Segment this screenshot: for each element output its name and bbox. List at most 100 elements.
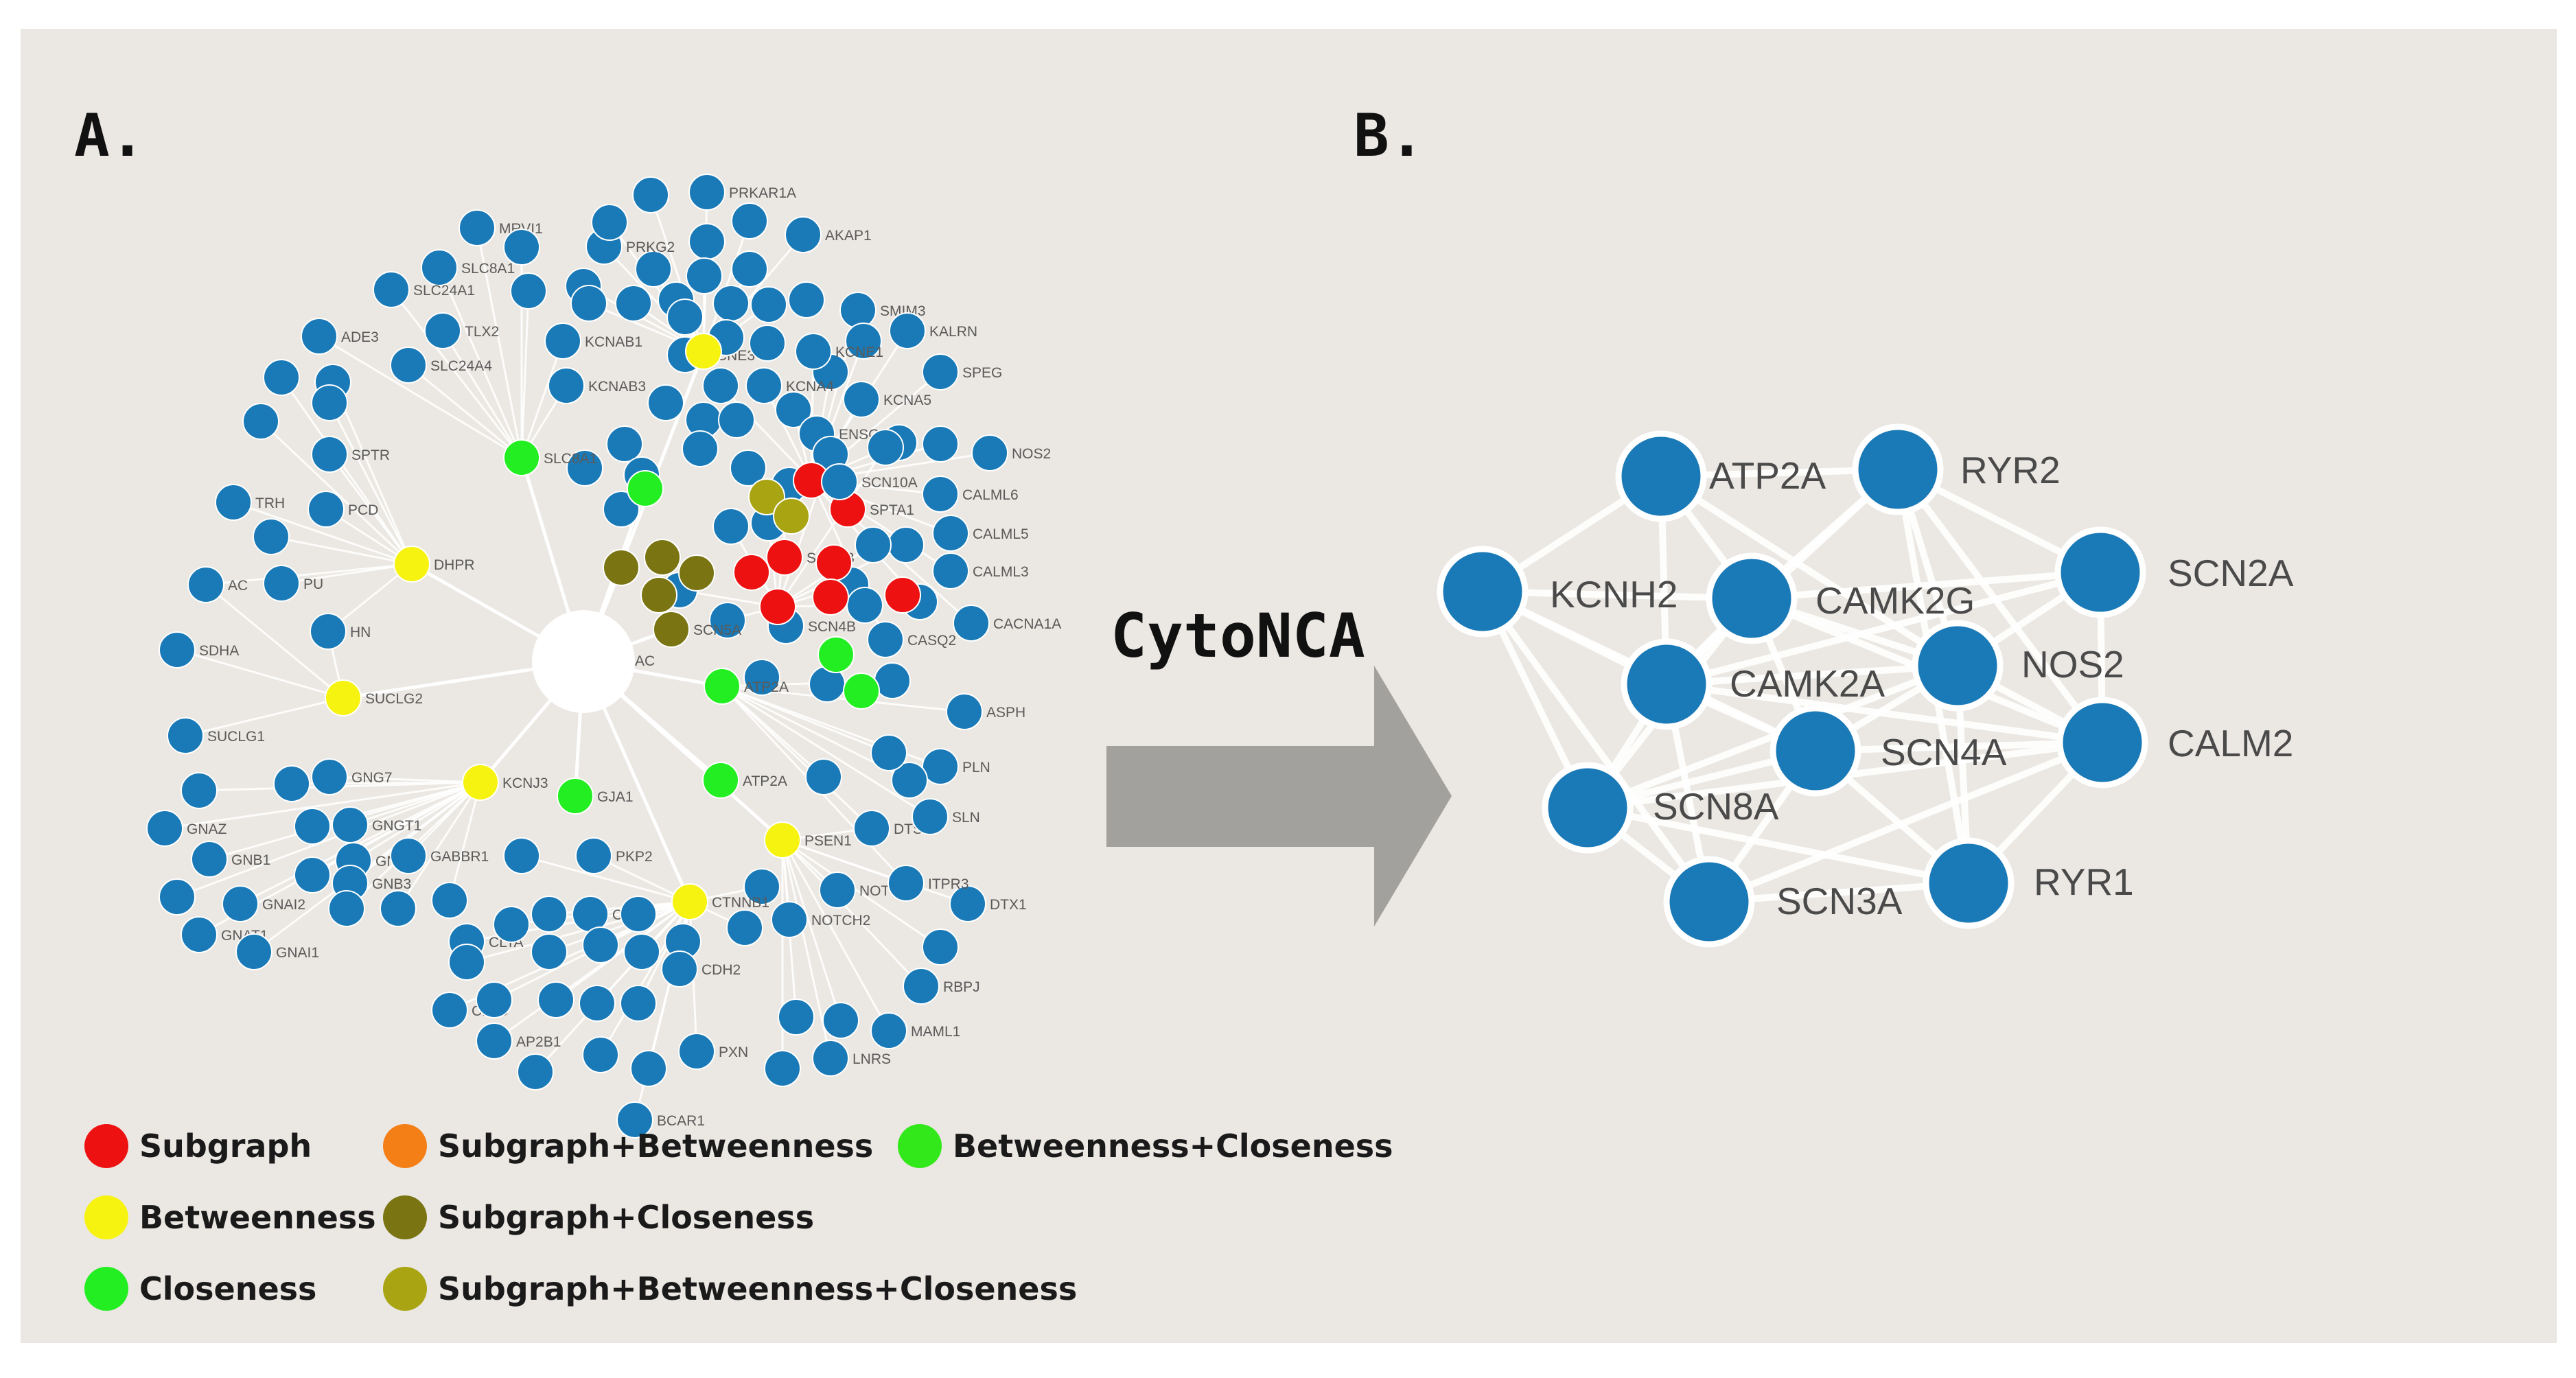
network-a-node — [273, 765, 310, 802]
network-a-node — [889, 312, 926, 349]
right-arrow-icon — [1106, 666, 1452, 926]
network-a-node — [575, 837, 612, 874]
network-a-node — [775, 391, 812, 428]
network-a-node — [870, 1012, 907, 1049]
network-a-node — [557, 778, 594, 815]
network-a-node — [702, 367, 739, 404]
legend-item-label: Closeness — [139, 1270, 316, 1307]
network-a-node — [855, 526, 892, 563]
network-a-node — [462, 764, 499, 801]
network-b-node-label: SCN2A — [2168, 552, 2294, 594]
network-a-node-label: PU — [303, 576, 323, 592]
network-a-node — [712, 508, 750, 545]
network-a-node — [181, 916, 218, 953]
network-a-node — [517, 1053, 554, 1090]
network-a-node — [308, 491, 345, 528]
network-a-node-label: AC — [228, 578, 248, 594]
network-a-node — [766, 539, 803, 576]
network-a-node-label: GNGT1 — [372, 818, 421, 834]
network-a: AC PRKAR1AAKAP1MRVI1PRKG2SLC8A1SLC24A1SM… — [146, 174, 1061, 1138]
panel-a-label: A. — [74, 102, 146, 170]
network-a-node-label: NOS2 — [1012, 446, 1051, 462]
network-a-node — [932, 552, 969, 589]
network-a-node-label: TRH — [255, 495, 285, 511]
network-a-node — [424, 312, 461, 349]
network-a-node — [159, 878, 196, 915]
network-a-node — [843, 673, 880, 710]
network-a-node — [891, 762, 928, 799]
figure-panel: A. B. CytoNCA AC PRKAR1AAKAP1MRVI1PRKG2S… — [21, 29, 2557, 1343]
network-a-node — [311, 758, 348, 795]
network-a-node — [647, 384, 684, 421]
network-a-node — [459, 209, 496, 246]
legend-swatch — [84, 1195, 128, 1239]
network-a-node — [704, 668, 741, 705]
network-a-node — [773, 498, 810, 535]
network-b-node-label: CAMK2G — [1815, 579, 1975, 622]
network-a-node-label: RBPJ — [943, 979, 980, 995]
network-a-node — [632, 176, 669, 213]
network-b-node — [2056, 697, 2148, 789]
legend-swatch — [383, 1195, 427, 1239]
network-a-node — [531, 933, 568, 970]
network-a-node — [579, 985, 616, 1022]
network-a-node-label: MAML1 — [911, 1024, 960, 1040]
network-a-node — [380, 890, 417, 927]
network-a-node — [922, 748, 959, 785]
network-a-node — [448, 944, 485, 981]
network-b-node — [1663, 856, 1755, 948]
network-a-node-label: ADE3 — [341, 329, 379, 345]
network-a-node — [661, 950, 698, 988]
network-a-node — [846, 587, 883, 624]
network-a-node-label: SPEG — [962, 365, 1002, 381]
network-a-node — [688, 174, 726, 211]
network-b-node — [1706, 552, 1798, 644]
network-a-node — [870, 734, 907, 771]
network-b-node-label: CAMK2A — [1730, 662, 1885, 705]
network-a-node — [253, 518, 290, 555]
network-a-node — [712, 285, 750, 322]
network-a-node — [702, 762, 739, 799]
network-a-node — [922, 425, 959, 463]
network-a-node — [795, 333, 832, 370]
network-a-node — [932, 515, 969, 552]
network-a-node-label: GNB3 — [372, 876, 411, 892]
network-a-node — [771, 901, 808, 938]
legend-item-label: Subgraph — [139, 1128, 312, 1165]
network-a-node-label: SDHA — [199, 643, 239, 659]
network-a-node — [730, 449, 767, 487]
network-b-node — [1542, 762, 1634, 854]
network-a-node-label: PRKG2 — [626, 240, 675, 255]
network-a-node — [615, 285, 652, 322]
network-a-node — [688, 223, 726, 260]
network-a-node — [686, 257, 723, 294]
network-a-node — [750, 286, 787, 323]
network-a-node-label: GNAI2 — [262, 897, 305, 913]
network-a-node-label: SCN10A — [861, 475, 918, 491]
network-a-node-label: DTX1 — [990, 897, 1027, 913]
network-a-node-label: PRKAR1A — [729, 185, 796, 201]
network-b-node-label: RYR1 — [2034, 861, 2134, 903]
network-a-node-label: KALRN — [929, 324, 977, 340]
network-b-node-label: CALM2 — [2168, 722, 2293, 764]
network-a-node — [390, 837, 427, 874]
network-a-node-label: PSEN1 — [804, 833, 852, 849]
arrow-label: CytoNCA — [1111, 600, 1365, 671]
network-a-node — [570, 285, 607, 322]
network-a-node-label: GJA1 — [597, 789, 634, 805]
network-a-node — [949, 885, 986, 922]
network-a-node — [627, 470, 664, 507]
network-a-node — [678, 554, 715, 592]
panel-b-label: B. — [1354, 102, 1425, 170]
hub-node-label: AC — [635, 653, 655, 669]
network-a-node-label: SLC24A1 — [413, 283, 475, 299]
network-a-node — [718, 401, 755, 439]
network-a-node — [903, 968, 940, 1005]
network-a-node — [843, 381, 880, 418]
legend-item-label: Subgraph+Betweenness+Closeness — [438, 1270, 1077, 1307]
network-a-node — [235, 933, 272, 970]
network-a-node — [731, 202, 768, 240]
network-a-node — [390, 347, 427, 384]
network-a-node — [745, 367, 782, 404]
network-a-node — [640, 576, 677, 614]
